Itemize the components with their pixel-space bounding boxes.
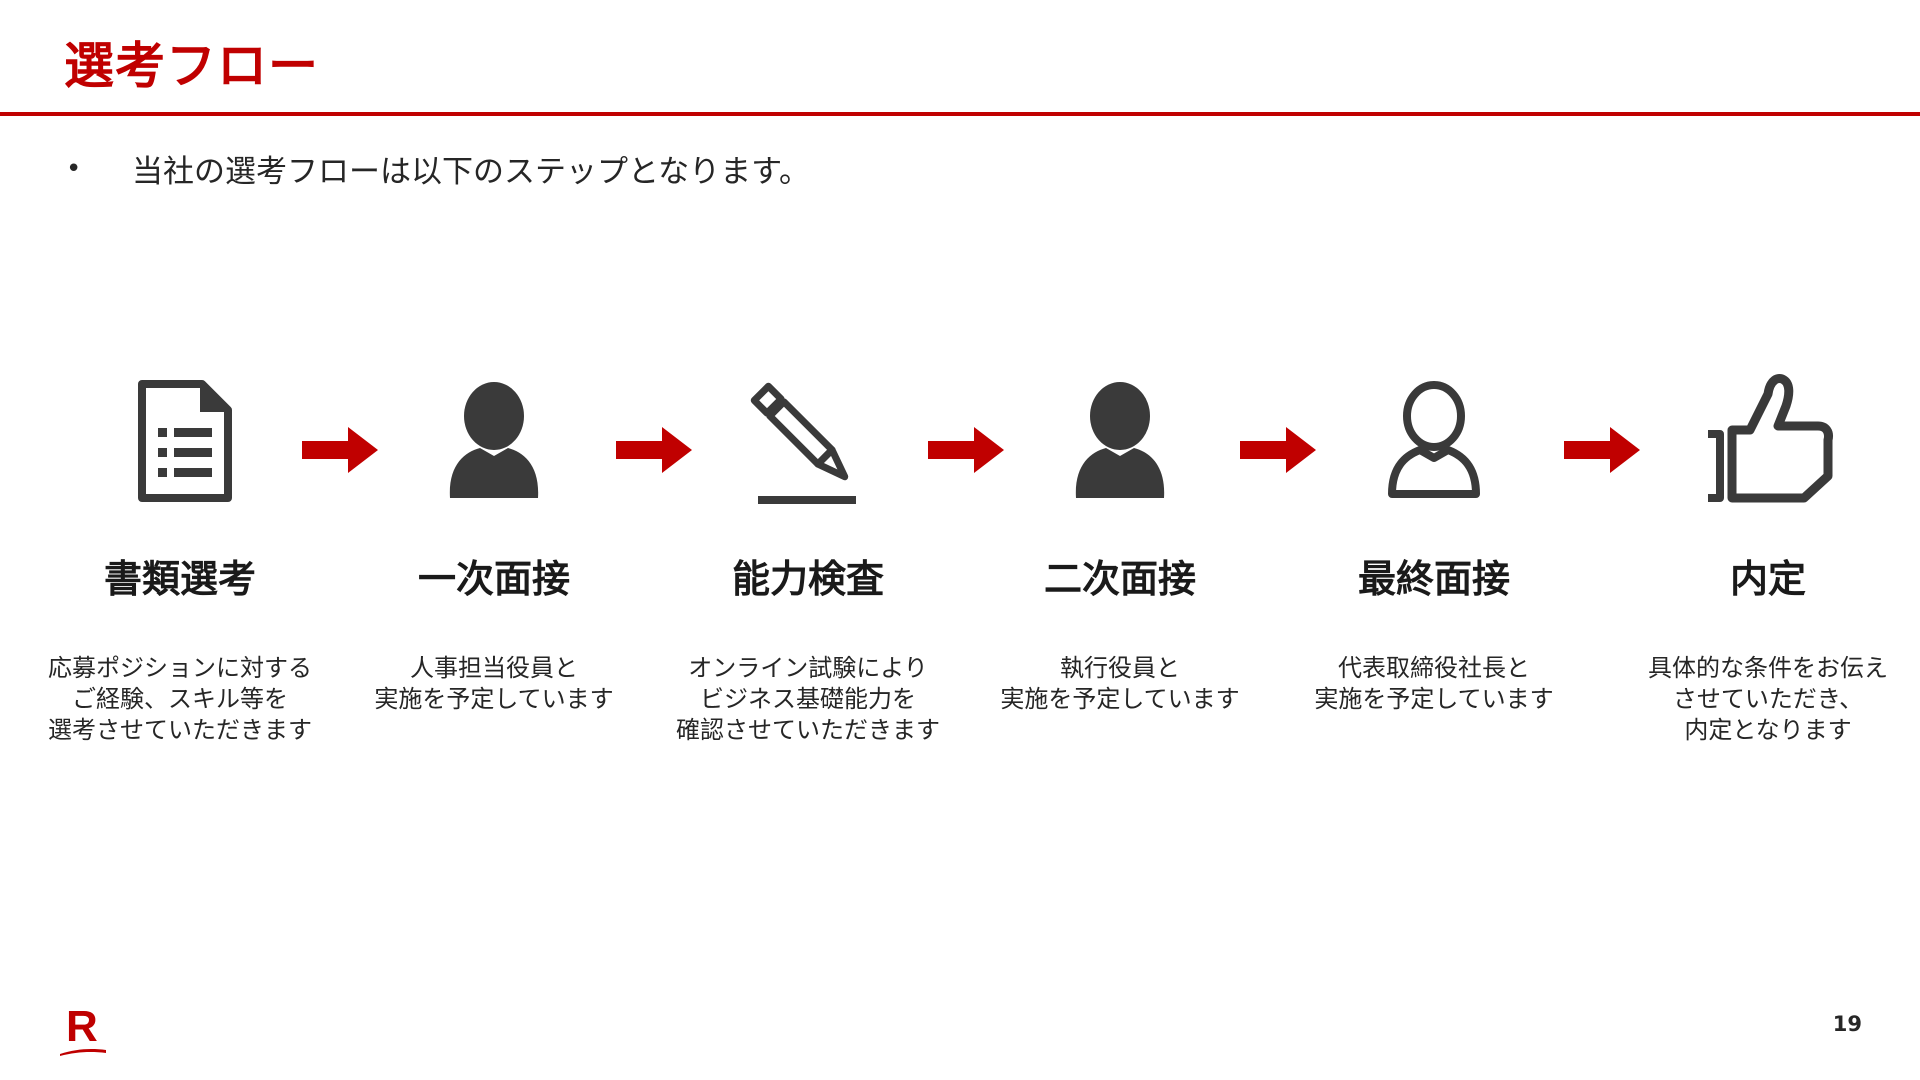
arrow-right-icon xyxy=(1240,427,1316,473)
bullet-icon: • xyxy=(66,153,82,184)
step-description: 執行役員と 実施を予定しています xyxy=(1000,654,1240,713)
arrow-right-icon xyxy=(302,427,378,473)
title-divider xyxy=(0,112,1920,116)
step-aptitude-test: 能力検査 オンライン試験により ビジネス基礎能力を 確認させていただきます xyxy=(648,370,968,770)
pencil-icon xyxy=(738,370,878,510)
person-filled-icon xyxy=(424,370,564,510)
logo-swoosh-icon xyxy=(60,1049,106,1056)
step-title: 二次面接 xyxy=(1043,557,1196,601)
step-title: 一次面接 xyxy=(417,557,570,601)
step-description: オンライン試験により ビジネス基礎能力を 確認させていただきます xyxy=(676,654,940,744)
company-logo: R xyxy=(60,1002,106,1058)
page-number: 19 xyxy=(1832,1012,1862,1036)
intro-text: 当社の選考フローは以下のステップとなります。 xyxy=(132,154,810,190)
step-title: 能力検査 xyxy=(731,557,884,601)
step-final-interview: 最終面接 代表取締役社長と 実施を予定しています xyxy=(1274,370,1594,770)
logo-letter: R xyxy=(66,1002,98,1051)
document-icon xyxy=(110,370,250,510)
step-description: 人事担当役員と 実施を予定しています xyxy=(374,654,614,713)
person-filled-icon xyxy=(1050,370,1190,510)
step-title: 書類選考 xyxy=(103,557,256,601)
step-second-interview: 二次面接 執行役員と 実施を予定しています xyxy=(960,370,1280,770)
step-description: 応募ポジションに対する ご経験、スキル等を 選考させていただきます xyxy=(48,654,312,744)
step-title: 最終面接 xyxy=(1357,557,1510,601)
arrow-right-icon xyxy=(928,427,1004,473)
step-description: 代表取締役社長と 実施を予定しています xyxy=(1314,654,1554,713)
page-title: 選考フロー xyxy=(64,37,319,95)
step-document-screening: 書類選考 応募ポジションに対する ご経験、スキル等を 選考させていただきます xyxy=(20,370,340,770)
step-job-offer: 内定 具体的な条件をお伝え させていただき、 内定となります xyxy=(1608,370,1920,770)
arrow-right-icon xyxy=(1564,427,1640,473)
step-first-interview: 一次面接 人事担当役員と 実施を予定しています xyxy=(334,370,654,770)
step-title: 内定 xyxy=(1729,557,1806,601)
thumbs-up-icon xyxy=(1698,370,1838,510)
arrow-right-icon xyxy=(616,427,692,473)
intro-bullet: • 当社の選考フローは以下のステップとなります。 xyxy=(66,146,810,191)
person-outline-icon xyxy=(1364,370,1504,510)
step-description: 具体的な条件をお伝え させていただき、 内定となります xyxy=(1648,654,1888,744)
